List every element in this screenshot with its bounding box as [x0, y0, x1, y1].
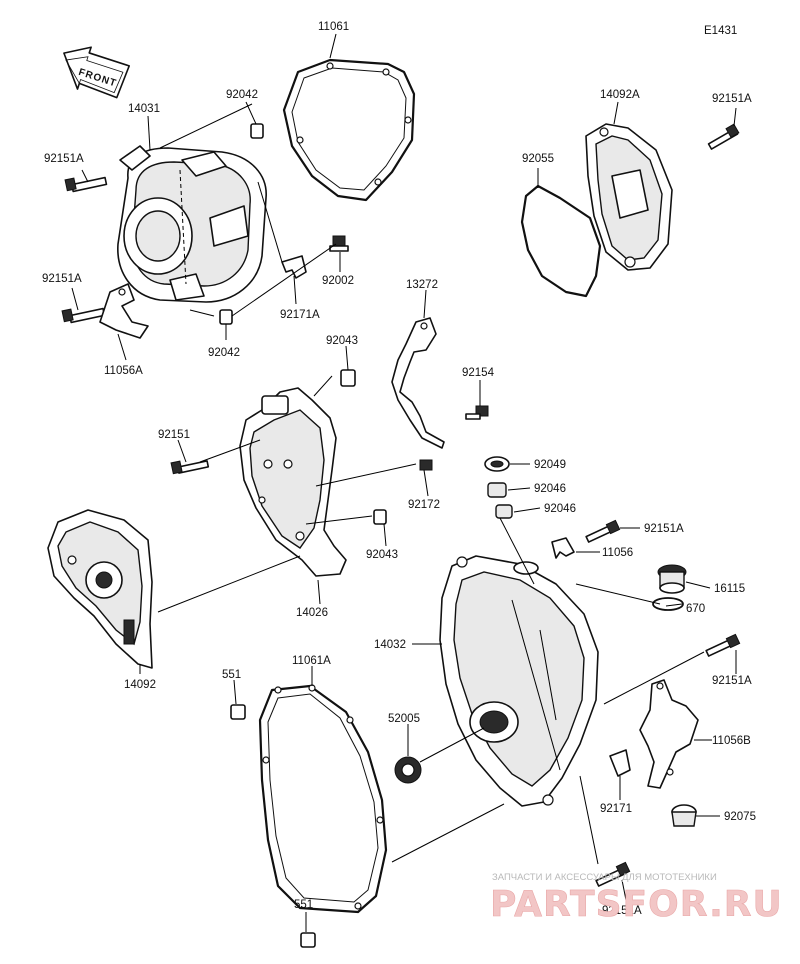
- label-11056A: 11056A: [104, 365, 143, 377]
- label-92151A-bot: 92151A: [602, 905, 642, 917]
- bolt-92151A-left: [64, 176, 108, 193]
- label-551-top: 551: [222, 669, 241, 681]
- label-670: 670: [686, 603, 705, 615]
- label-92154: 92154: [462, 367, 495, 379]
- bracket-11056: [551, 537, 575, 559]
- cover-14092A: [585, 123, 673, 271]
- dowel-92043-bot: [373, 509, 387, 525]
- label-92151A-r: 92151A: [644, 523, 684, 535]
- cover-14026: [239, 387, 347, 577]
- bolt-92151A-bot: [595, 861, 631, 887]
- oring-670: [652, 597, 684, 611]
- label-92171: 92171: [600, 803, 632, 815]
- bushing-92046-b: [495, 504, 513, 519]
- clamp-92171A: [281, 255, 307, 279]
- label-92055: 92055: [522, 153, 554, 165]
- label-92151A-mid: 92151A: [42, 273, 82, 285]
- label-92172: 92172: [408, 499, 440, 511]
- bolt-92151: [170, 460, 210, 475]
- label-551-bot: 551: [294, 899, 313, 911]
- label-11061: 11061: [318, 21, 349, 33]
- label-16115: 16115: [714, 583, 745, 595]
- bolt-92151A-r2: [705, 633, 741, 657]
- label-92042-top: 92042: [226, 89, 258, 101]
- dowel-92043-top: [340, 369, 356, 387]
- label-92046-b: 92046: [544, 503, 576, 515]
- label-92171A: 92171A: [280, 309, 320, 321]
- gasket-11061A: [258, 684, 388, 914]
- dowel-92042-bot: [219, 309, 233, 325]
- part-labels: 11061 14031 92042 92151A 92151A 11056A 9…: [42, 21, 756, 917]
- diagram-id: E1431: [704, 25, 737, 37]
- label-11056B: 11056B: [712, 735, 751, 747]
- label-92075: 92075: [724, 811, 756, 823]
- plug-92002: [329, 235, 349, 252]
- bushing-92049: [484, 456, 510, 472]
- generator-cover-14031: [117, 145, 267, 303]
- label-92151A-left: 92151A: [44, 153, 84, 165]
- leader-lines: [71, 33, 737, 932]
- label-92046-a: 92046: [534, 483, 566, 495]
- watermark-brand: PARTSFOR.RU: [490, 884, 783, 925]
- bracket-11056A: [99, 283, 149, 339]
- label-92042-bot: 92042: [208, 347, 240, 359]
- clamp-92171: [609, 749, 631, 777]
- dowel-551-top: [230, 704, 246, 720]
- label-11056: 11056: [602, 547, 633, 559]
- dowel-92042-top: [250, 123, 264, 139]
- label-52005: 52005: [388, 713, 420, 725]
- gasket-11061: [282, 58, 416, 202]
- label-92049: 92049: [534, 459, 566, 471]
- label-92002: 92002: [322, 275, 354, 287]
- label-92151A-r2: 92151A: [712, 675, 752, 687]
- gasket-92055: [520, 184, 602, 298]
- bolt-92172: [419, 459, 433, 471]
- bolt-92151A-tr: [707, 123, 740, 150]
- label-14031: 14031: [128, 103, 160, 115]
- seal-52005: [394, 756, 422, 784]
- label-14092: 14092: [124, 679, 156, 691]
- label-13272: 13272: [406, 279, 438, 291]
- bracket-11056B: [639, 679, 699, 789]
- plate-13272: [391, 317, 445, 449]
- dowel-551-bot: [300, 932, 316, 948]
- label-11061A: 11061A: [292, 655, 331, 667]
- bushing-92046-a: [487, 482, 507, 498]
- watermark-tagline: ЗАПЧАСТИ И АКСЕССУАРЫ ДЛЯ МОТОТЕХНИКИ: [492, 872, 717, 883]
- label-14032: 14032: [374, 639, 406, 651]
- label-92043-bot: 92043: [366, 549, 398, 561]
- label-92043-top: 92043: [326, 335, 358, 347]
- front-arrow-icon: FRONT: [63, 46, 130, 99]
- label-14026: 14026: [296, 607, 328, 619]
- label-92151: 92151: [158, 429, 190, 441]
- filler-cap-16115: [657, 564, 687, 594]
- label-14092A: 14092A: [600, 89, 640, 101]
- watermark: ЗАПЧАСТИ И АКСЕССУАРЫ ДЛЯ МОТОТЕХНИКИ PA…: [490, 872, 783, 925]
- label-92151A-tr: 92151A: [712, 93, 752, 105]
- grommet-92075: [671, 804, 697, 827]
- clutch-cover-14032: [439, 555, 599, 807]
- bolt-92154: [465, 405, 489, 420]
- cover-14092: [47, 509, 153, 669]
- bolt-92151A-r: [585, 519, 621, 543]
- bolt-92151A-mid: [61, 307, 106, 324]
